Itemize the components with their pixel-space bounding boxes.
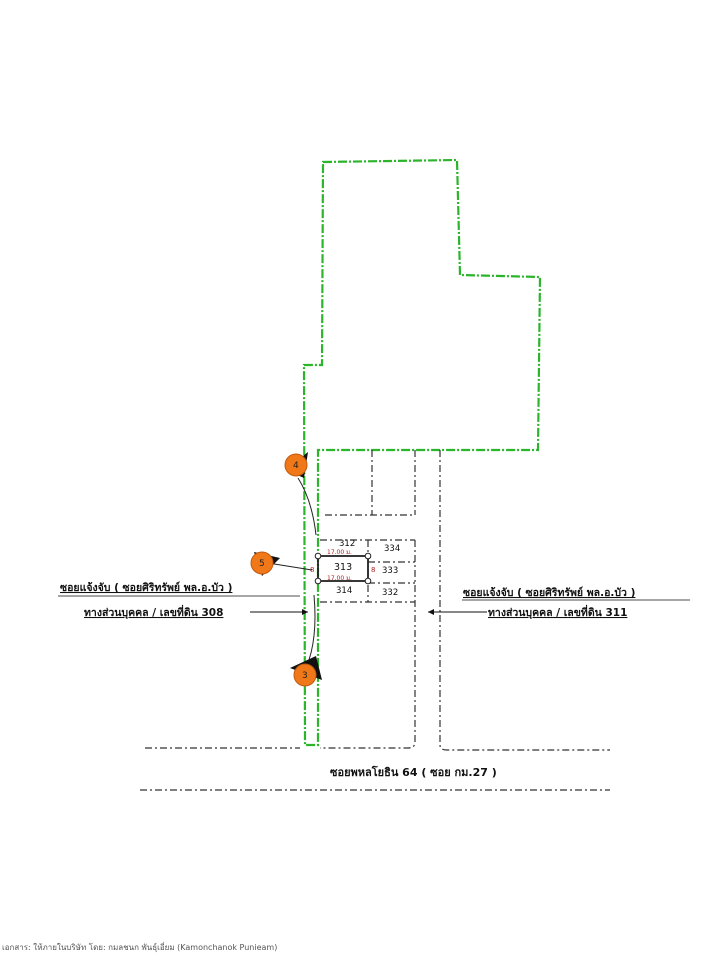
marker-3-label: 3 xyxy=(302,671,308,681)
dimension-bottom: 17.00 ม. xyxy=(327,575,352,582)
marker-5-label: 5 xyxy=(259,559,265,569)
left-arrow-head xyxy=(302,609,308,615)
lot-corner-pins xyxy=(314,552,372,585)
lot-number-312: 312 xyxy=(339,539,355,549)
right-parcel-label: ทางส่วนบุคคล / เลขที่ดิน 311 xyxy=(488,604,627,620)
left-parcel-label: ทางส่วนบุคคล / เลขที่ดิน 308 xyxy=(84,604,223,620)
marker-4-label: 4 xyxy=(293,461,299,471)
photo-marker-4[interactable]: 4 xyxy=(284,452,308,478)
document-footer: เอกสาร: ให้ภายในบริษัท โดย: กมลชนก พันธุ… xyxy=(2,943,278,952)
lot-number-334: 334 xyxy=(384,544,400,554)
side-dimension-right: 8 xyxy=(371,566,375,574)
right-arrow-head xyxy=(428,609,434,615)
bottom-road-label: ซอยพหลโยธิน 64 ( ซอย กม.27 ) xyxy=(330,765,497,779)
photo-marker-5[interactable]: 5 xyxy=(250,551,280,576)
photo-marker-3[interactable]: 3 xyxy=(290,656,322,687)
road-lines xyxy=(140,450,610,791)
lot-number-313: 313 xyxy=(334,562,352,573)
green-parcel-boundary xyxy=(302,158,542,747)
lot-number-332: 332 xyxy=(382,588,398,598)
lot-number-314: 314 xyxy=(336,586,352,596)
left-road-label: ซอยแจ้งจับ ( ซอยศิริทรัพย์ พล.อ.บัว ) xyxy=(60,581,232,594)
lot-313-outline xyxy=(317,555,369,582)
dimension-top: 17.00 ม. xyxy=(327,549,352,556)
lot-number-333: 333 xyxy=(382,566,398,576)
right-road-label: ซอยแจ้งจับ ( ซอยศิริทรัพย์ พล.อ.บัว ) xyxy=(463,586,635,599)
survey-path-line xyxy=(267,477,317,669)
side-dimension-left: 8 xyxy=(310,566,314,574)
